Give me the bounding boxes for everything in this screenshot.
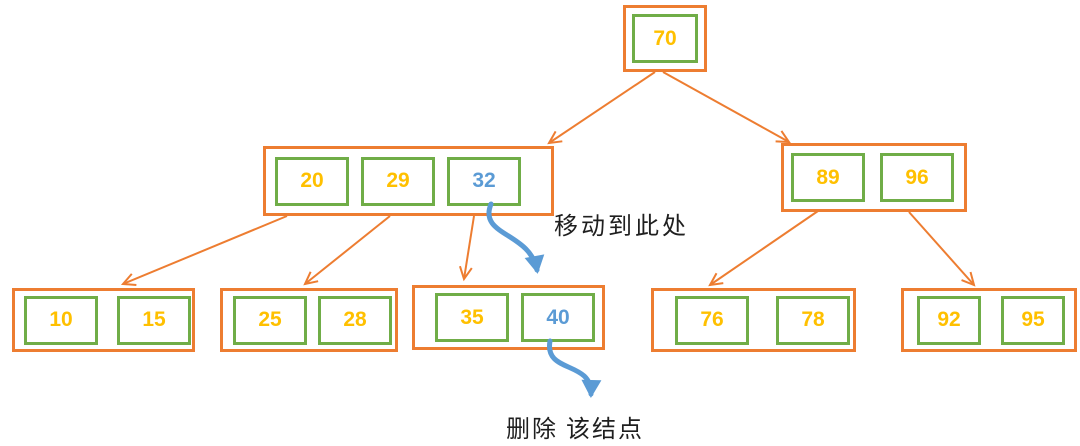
key-76: 76 [675, 295, 749, 345]
leaf-25-28: 25 28 [220, 288, 398, 352]
key-29: 29 [361, 156, 435, 206]
leaf-10-15: 10 15 [12, 288, 195, 352]
key-92: 92 [917, 295, 981, 345]
edge-right-to-leaf-76-78 [708, 210, 819, 287]
key-89: 89 [791, 153, 865, 202]
edge-right-to-leaf-92-95 [908, 211, 976, 287]
edge-left-to-leaf-10-15 [120, 215, 288, 286]
edge-left-to-leaf-25-28 [303, 215, 391, 286]
leaf-76-78: 76 78 [651, 288, 856, 352]
key-32-highlighted: 32 [447, 156, 521, 206]
leaf-92-95: 92 95 [901, 288, 1077, 352]
key-96: 96 [880, 153, 954, 202]
edge-root-to-left-internal [547, 71, 656, 145]
key-25: 25 [233, 295, 307, 345]
key-20: 20 [275, 156, 349, 206]
key-10: 10 [24, 295, 98, 345]
key-35: 35 [435, 293, 509, 342]
node-internal-left: 20 29 32 [263, 146, 554, 216]
edge-root-to-right-internal [662, 71, 791, 144]
move-annotation-label: 移动到此处 [554, 214, 689, 240]
edge-left-to-leaf-35-40 [459, 215, 475, 282]
delete-annotation-label: 删除 该结点 [506, 417, 644, 443]
node-root: 70 [623, 5, 707, 72]
key-95: 95 [1001, 295, 1065, 345]
key-15: 15 [117, 295, 191, 345]
key-28: 28 [318, 295, 392, 345]
key-70: 70 [632, 14, 698, 63]
key-78: 78 [776, 295, 850, 345]
node-internal-right: 89 96 [781, 143, 967, 212]
leaf-35-40: 35 40 [412, 285, 605, 350]
key-40-highlighted: 40 [521, 293, 595, 342]
